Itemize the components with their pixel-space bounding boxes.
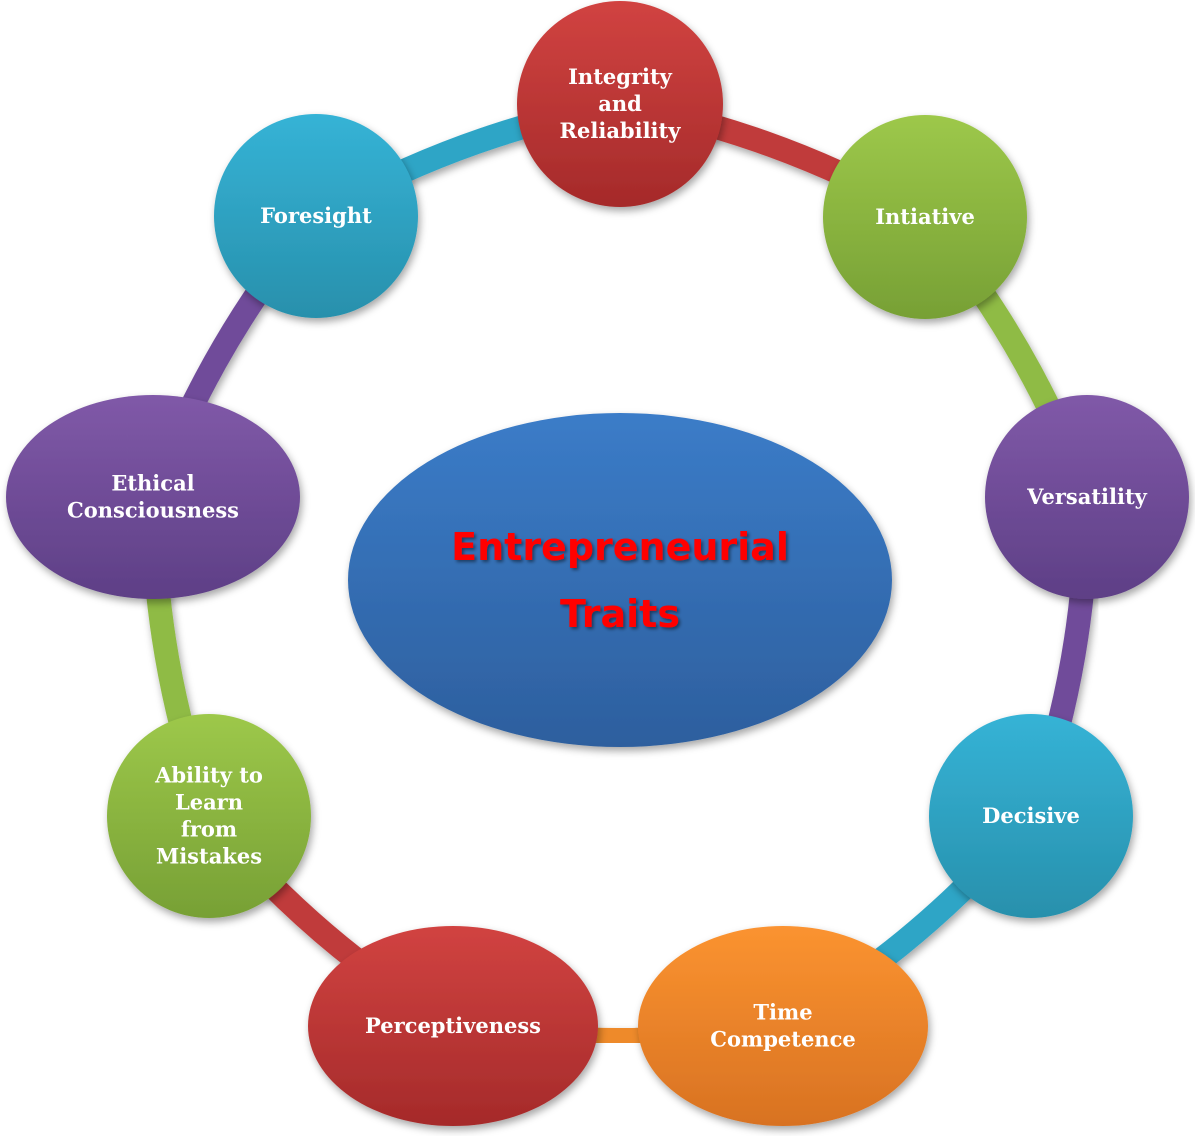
trait-node-shape — [107, 714, 311, 918]
trait-node-perceptiveness: Perceptiveness — [308, 926, 598, 1126]
center-title-line-1: Entrepreneurial — [451, 525, 789, 569]
trait-node-foresight: Foresight — [214, 114, 418, 318]
trait-label-line: Reliability — [560, 118, 682, 143]
trait-label-line: Foresight — [260, 203, 372, 228]
trait-label-line: Intiative — [875, 204, 975, 229]
trait-node-initiative: Intiative — [823, 115, 1027, 319]
trait-node-shape — [929, 714, 1133, 918]
trait-label-line: Versatility — [1026, 484, 1148, 509]
trait-label-line: and — [598, 91, 642, 116]
trait-label-line: Competence — [710, 1027, 855, 1052]
trait-label-line: Ability to — [154, 763, 263, 788]
trait-nodes: IntegrityandReliabilityIntiativeVersatil… — [6, 1, 1189, 1126]
center-title-line-2: Traits — [560, 592, 680, 636]
center-ellipse — [348, 413, 892, 747]
trait-label-line: from — [181, 817, 237, 842]
trait-label-line: Integrity — [568, 64, 673, 89]
trait-label-line: Ethical — [111, 471, 194, 496]
trait-label-line: Time — [753, 1000, 812, 1025]
trait-node-shape — [214, 114, 418, 318]
trait-label-line: Learn — [175, 790, 243, 815]
trait-label-line: Decisive — [982, 803, 1080, 828]
center-ellipse-group: Entrepreneurial Traits — [348, 413, 892, 747]
trait-node-shape — [308, 926, 598, 1126]
trait-node-shape — [517, 1, 723, 207]
trait-label-line: Mistakes — [156, 844, 262, 869]
trait-node-shape — [823, 115, 1027, 319]
trait-label-line: Consciousness — [67, 498, 239, 523]
trait-node-versatility: Versatility — [985, 395, 1189, 599]
trait-node-shape — [6, 395, 300, 599]
trait-node-decisive: Decisive — [929, 714, 1133, 918]
trait-node-shape — [638, 926, 928, 1126]
trait-node-shape — [985, 395, 1189, 599]
trait-label-line: Perceptiveness — [365, 1013, 541, 1038]
